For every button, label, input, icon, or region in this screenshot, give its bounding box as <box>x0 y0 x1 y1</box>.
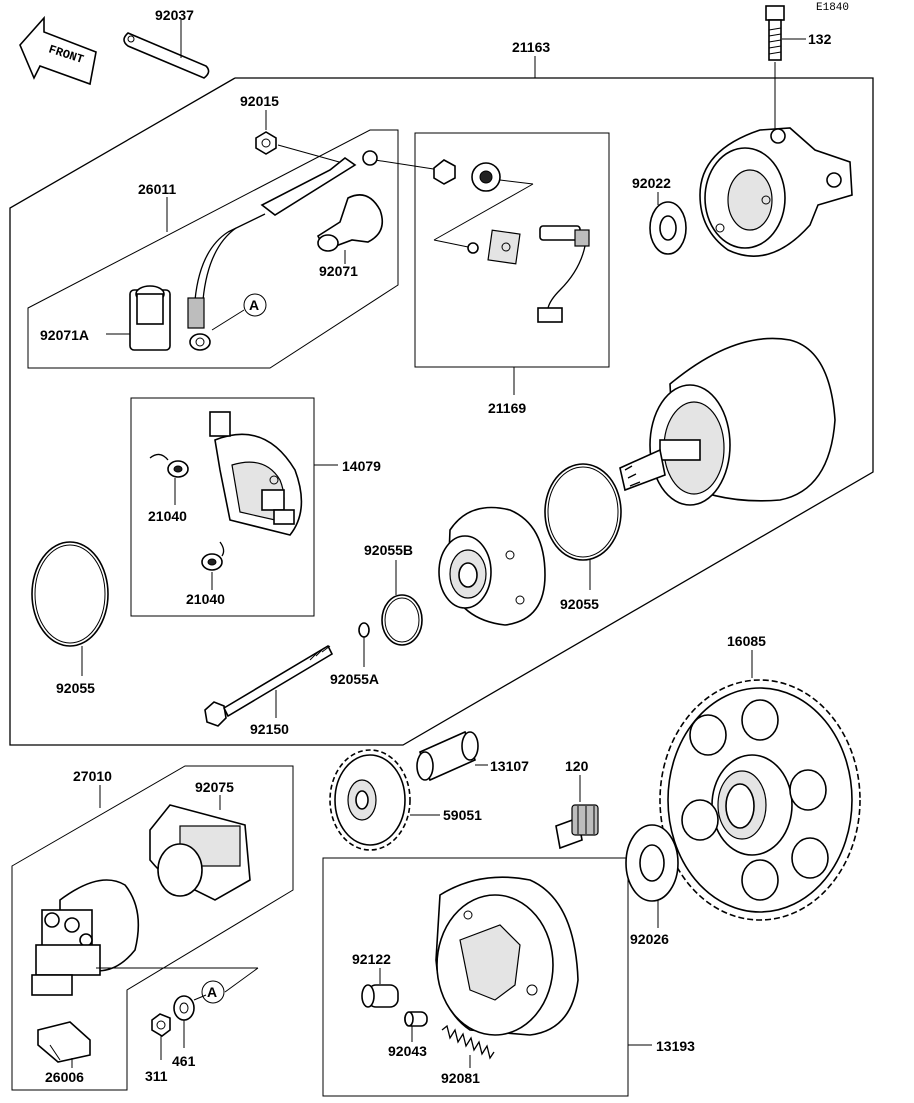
callout-92055-left: 92055 <box>56 680 95 696</box>
washer-92026 <box>625 824 679 902</box>
through-bolt-92150 <box>204 644 334 727</box>
callout-92037: 92037 <box>155 7 194 23</box>
callout-461: 461 <box>172 1053 196 1069</box>
group-outline-14079 <box>130 397 315 617</box>
callout-92071A: 92071A <box>40 327 89 343</box>
group-outline-13193 <box>322 857 629 1097</box>
callout-26011: 26011 <box>138 181 176 197</box>
callout-92075: 92075 <box>195 779 234 795</box>
bolt-132 <box>765 5 785 61</box>
washer-461 <box>173 995 195 1021</box>
reference-mark-a-top: A <box>243 293 267 317</box>
callout-92122: 92122 <box>352 951 391 967</box>
terminal-kit-21169 <box>433 159 590 323</box>
callout-27010: 27010 <box>73 768 112 784</box>
callout-21169: 21169 <box>488 400 526 416</box>
callout-92081: 92081 <box>441 1070 480 1086</box>
callout-311: 311 <box>145 1068 168 1084</box>
nut-92015 <box>255 131 277 155</box>
nut-311 <box>151 1013 171 1037</box>
cap-92043 <box>404 1011 428 1027</box>
callout-26006: 26006 <box>45 1069 84 1085</box>
brush-spring-21040-lower <box>201 541 225 571</box>
callout-14079: 14079 <box>342 458 381 474</box>
end-cover <box>699 127 853 257</box>
reference-mark-a-bottom: A <box>201 980 225 1004</box>
callout-92026: 92026 <box>630 931 669 947</box>
callout-120: 120 <box>565 758 589 774</box>
idle-gear-59051 <box>329 749 411 851</box>
spring-92081 <box>441 1024 495 1060</box>
pin-13107 <box>416 730 479 782</box>
washer-92022 <box>649 201 687 255</box>
callout-labels: 92037 21163 132 92015 26011 92071 92071A… <box>40 7 832 1086</box>
callout-92022: 92022 <box>632 175 671 191</box>
callout-21163: 21163 <box>512 39 550 55</box>
oring-92055-right <box>544 463 622 561</box>
cap-92071A <box>129 285 171 351</box>
fuse-26006 <box>37 1021 91 1063</box>
solenoid-27010 <box>31 879 140 996</box>
boot-92071 <box>316 194 384 252</box>
starter-clutch-gear-16085 <box>659 679 861 921</box>
ref-a-top-label: A <box>249 297 259 313</box>
group-outline-21163 <box>9 77 874 746</box>
oring-92055A <box>358 622 370 638</box>
callout-21040-upper: 21040 <box>148 508 187 524</box>
callout-16085: 16085 <box>727 633 766 649</box>
callout-92071: 92071 <box>319 263 358 279</box>
brush-spring-21040-upper <box>149 453 189 478</box>
callout-13193: 13193 <box>656 1038 695 1054</box>
motor-yoke <box>619 337 836 506</box>
brush-plate-14079 <box>209 411 303 536</box>
oring-92055B <box>381 594 423 646</box>
callout-21040-lower: 21040 <box>186 591 225 607</box>
callout-59051: 59051 <box>443 807 482 823</box>
one-way-clutch-13193 <box>435 876 579 1036</box>
roller-92122 <box>361 984 399 1008</box>
group-outline-26011 <box>27 129 399 369</box>
bolt-120 <box>555 804 599 850</box>
callout-132: 132 <box>808 31 832 47</box>
strap-92037 <box>123 32 210 79</box>
group-outline-27010 <box>11 765 294 1091</box>
oring-92055-left <box>31 541 109 647</box>
callout-92055B: 92055B <box>364 542 413 558</box>
front-arrow-icon: FRONT <box>19 15 97 86</box>
group-outline-21169 <box>414 132 610 368</box>
ref-a-bottom-label: A <box>207 984 217 1000</box>
harness-26011 <box>187 150 378 351</box>
rear-cover <box>438 506 546 626</box>
callout-92015: 92015 <box>240 93 279 109</box>
diagram-code: E1840 <box>816 2 849 14</box>
callout-92055A: 92055A <box>330 671 379 687</box>
callout-13107: 13107 <box>490 758 529 774</box>
callout-92055-right: 92055 <box>560 596 599 612</box>
callout-92043: 92043 <box>388 1043 427 1059</box>
callout-92150: 92150 <box>250 721 289 737</box>
boot-92075 <box>149 804 251 901</box>
